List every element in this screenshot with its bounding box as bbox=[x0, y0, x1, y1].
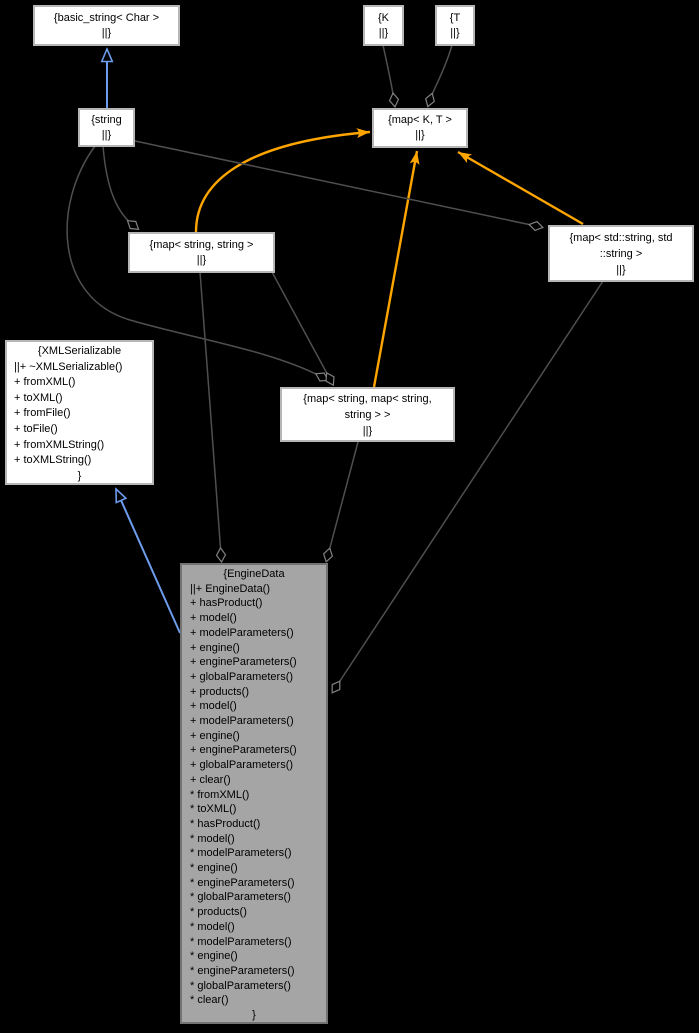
member-list: ||+ EngineData()+ hasProduct()+ model()+… bbox=[182, 582, 326, 1008]
member-line: + globalParameters() bbox=[190, 670, 294, 683]
node-label: string > > bbox=[344, 408, 391, 421]
node-label: ||} bbox=[450, 26, 460, 39]
member-line: * fromXML() bbox=[190, 788, 250, 801]
node-label: {T bbox=[449, 11, 461, 24]
member-line: + toXMLString() bbox=[14, 454, 92, 467]
node-title: {EngineData bbox=[223, 568, 285, 580]
node-xmlserializable[interactable]: {XMLSerializable ||+ ~XMLSerializable() +… bbox=[5, 340, 154, 485]
node-map-std-string[interactable]: {map< std::string, std ::string > ||} bbox=[548, 225, 694, 282]
node-label: {K bbox=[377, 11, 389, 24]
member-line: * model() bbox=[190, 920, 235, 933]
member-line: * engine() bbox=[190, 862, 238, 875]
node-label: {map< std::string, std bbox=[569, 231, 673, 244]
node-enginedata[interactable]: {EngineData ||+ EngineData() + hasProduct… bbox=[180, 563, 328, 1024]
member-line: + engine() bbox=[190, 729, 240, 742]
edge-t-to-mapkt bbox=[430, 44, 453, 100]
member-line: + modelParameters() bbox=[190, 626, 294, 639]
member-line: * engine() bbox=[190, 950, 238, 963]
member-line: + fromXML() bbox=[14, 376, 76, 389]
node-label: ||} bbox=[101, 26, 112, 39]
member-line: * engineParameters() bbox=[190, 876, 295, 889]
member-line: + fromFile() bbox=[14, 407, 71, 420]
member-line: * model() bbox=[190, 832, 235, 845]
edge-mapstringstring-to-mapkt bbox=[194, 128, 371, 233]
member-line: * clear() bbox=[190, 994, 229, 1007]
node-label: ||} bbox=[415, 129, 425, 141]
member-line: * engineParameters() bbox=[190, 964, 295, 977]
edge-mapstringstring-to-mapstringmap bbox=[271, 271, 330, 379]
node-k-param[interactable]: {K ||} bbox=[363, 5, 404, 46]
edge-k-to-mapkt bbox=[382, 44, 394, 100]
member-line: + model() bbox=[190, 612, 237, 625]
member-line: + globalParameters() bbox=[190, 759, 294, 772]
edge-enginedata-to-xmlserializable bbox=[115, 489, 181, 634]
node-label: ||} bbox=[101, 128, 112, 141]
member-line: + engineParameters() bbox=[190, 656, 297, 669]
node-label: ||} bbox=[616, 263, 626, 276]
member-line: * globalParameters() bbox=[190, 891, 291, 904]
edge-mapstringstring-to-enginedata bbox=[199, 271, 221, 555]
member-line: + engine() bbox=[190, 641, 240, 654]
member-line: + clear() bbox=[190, 773, 231, 786]
member-line: + modelParameters() bbox=[190, 715, 294, 728]
member-line: * modelParameters() bbox=[190, 847, 292, 860]
node-map-k-t[interactable]: {map< K, T > ||} bbox=[372, 108, 468, 148]
member-line: + toXML() bbox=[14, 391, 63, 404]
node-t-param[interactable]: {T ||} bbox=[435, 5, 475, 46]
member-list: ||+ ~XMLSerializable() + fromXML() + toXML… bbox=[7, 360, 152, 469]
node-label: ||} bbox=[362, 424, 373, 437]
member-line: * products() bbox=[190, 906, 247, 919]
node-label: ||} bbox=[378, 26, 389, 39]
edge-string-to-mapstdstring bbox=[134, 140, 536, 226]
member-line: ||+ EngineData() bbox=[190, 582, 271, 595]
node-label: {string bbox=[91, 113, 122, 126]
member-line: + fromXMLString() bbox=[14, 438, 105, 451]
member-line: + model() bbox=[190, 700, 237, 713]
node-map-string-map[interactable]: {map< string, map< string, string > > ||… bbox=[280, 387, 455, 442]
edge-mapstringmap-to-enginedata bbox=[328, 441, 359, 555]
node-closing-brace: } bbox=[252, 1009, 256, 1022]
member-line: ||+ ~XMLSerializable() bbox=[14, 360, 123, 373]
member-line: * globalParameters() bbox=[190, 979, 291, 992]
node-label: ||} bbox=[196, 253, 207, 266]
member-line: + hasProduct() bbox=[190, 597, 263, 610]
node-label: {map< K, T > bbox=[388, 114, 452, 126]
node-map-string-string[interactable]: {map< string, string > ||} bbox=[128, 232, 275, 273]
node-closing-brace: } bbox=[77, 469, 82, 482]
node-label: ::string > bbox=[599, 247, 643, 260]
node-title: {XMLSerializable bbox=[37, 345, 122, 357]
edge-string-to-mapstringstring bbox=[102, 145, 133, 225]
member-line: * hasProduct() bbox=[190, 817, 261, 830]
edge-mapstdstring-to-enginedata bbox=[336, 280, 604, 687]
member-line: * toXML() bbox=[190, 803, 237, 816]
member-line: * modelParameters() bbox=[190, 935, 292, 948]
node-label: {basic_string< Char > bbox=[53, 11, 160, 24]
member-line: + engineParameters() bbox=[190, 744, 297, 757]
node-label: {map< string, map< string, bbox=[303, 392, 432, 405]
node-label: {map< string, string > bbox=[149, 238, 254, 251]
member-line: + products() bbox=[190, 685, 249, 698]
node-basic-string[interactable]: {basic_string< Char > ||} bbox=[33, 5, 180, 46]
member-line: + toFile() bbox=[14, 422, 58, 435]
edge-mapstringmap-to-mapkt bbox=[372, 150, 420, 388]
edge-string-to-mapstringmap bbox=[66, 145, 322, 377]
edge-mapstdstring-to-mapkt bbox=[457, 150, 584, 226]
node-string[interactable]: {string ||} bbox=[78, 108, 135, 147]
